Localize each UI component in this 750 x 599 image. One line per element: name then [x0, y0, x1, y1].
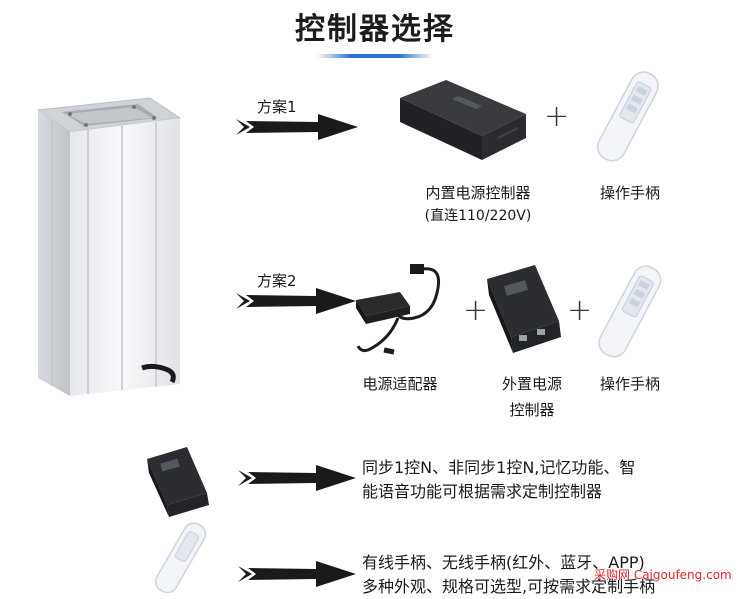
plan2-plus-2: +: [567, 293, 593, 328]
plan1-plus-1: +: [544, 99, 570, 134]
option4-arrow-icon: [238, 561, 356, 587]
lifting-column-image: [36, 97, 182, 396]
handle-image-2: [598, 265, 662, 358]
plan1-item1-note: (直连110/220V): [424, 208, 532, 224]
built-in-controller-image: [400, 80, 526, 160]
plan2-plus-1: +: [463, 293, 489, 328]
plan1-item2-name: 操作手柄: [599, 184, 660, 202]
power-adapter-image: [356, 264, 441, 355]
handle-image-1: [596, 71, 659, 162]
option4-text-line2: 多种外观、规格可选型,可按需求定制手柄: [362, 577, 656, 596]
plan2-item2-name-line1: 外置电源: [501, 375, 562, 393]
option3-text-line1: 同步1控N、非同步1控N,记忆功能、智: [362, 458, 636, 477]
option3-arrow-icon: [238, 465, 356, 491]
plan2-item3-name: 操作手柄: [599, 375, 660, 393]
plan2-item1-name: 电源适配器: [362, 375, 438, 393]
handle-small-image: [154, 522, 207, 594]
plan2-arrow-icon: [236, 288, 356, 314]
plan1-item1-name: 内置电源控制器: [425, 184, 531, 202]
plan2-item2-name-line2: 控制器: [509, 401, 555, 419]
controller-small-image: [147, 447, 209, 517]
option3-text-line2: 能语音功能可根据需求定制控制器: [362, 482, 603, 501]
plan1-arrow-icon: [236, 114, 358, 140]
external-controller-image: [487, 265, 561, 353]
title-underline: [317, 54, 433, 58]
page-title: 控制器选择: [295, 12, 455, 47]
plan2-label: 方案2: [257, 272, 297, 290]
option4-text-line1: 有线手柄、无线手柄(红外、蓝牙、APP): [362, 553, 645, 572]
watermark: 采购网 Caigoufeng.com: [594, 568, 732, 582]
plan1-label: 方案1: [257, 98, 297, 116]
